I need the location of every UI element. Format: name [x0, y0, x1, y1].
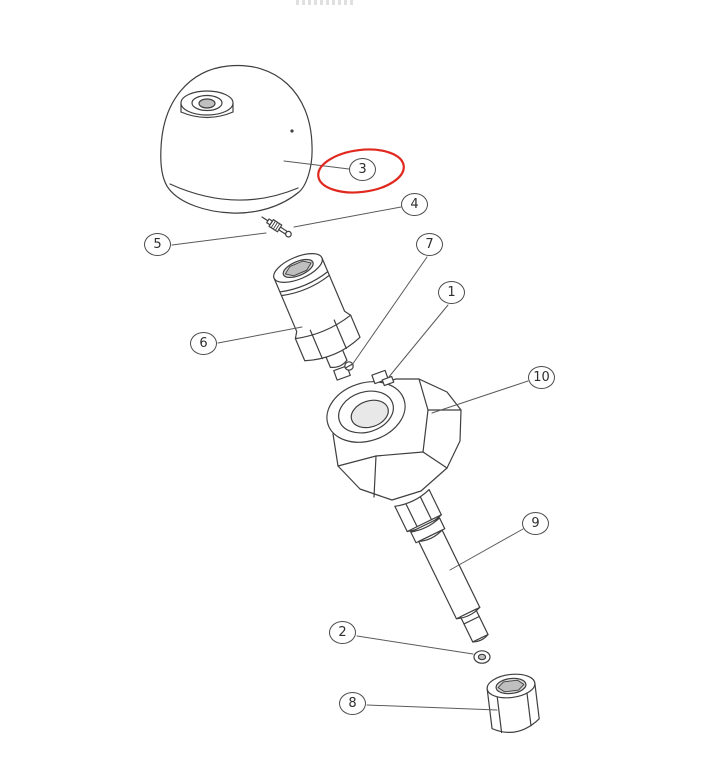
part-end-nut: [486, 673, 540, 734]
part-main-body: [326, 365, 462, 501]
callout-balloon-7[interactable]: 7: [416, 233, 443, 256]
part-cup-dome: [160, 64, 313, 214]
callout-balloon-10[interactable]: 10: [528, 366, 555, 389]
part-washer: [473, 650, 491, 664]
callout-balloon-8[interactable]: 8: [339, 692, 366, 715]
leader-line-9: [449, 528, 524, 571]
callout-balloon-5[interactable]: 5: [144, 233, 171, 256]
leader-line-10: [431, 380, 529, 414]
leader-line-6: [217, 326, 303, 344]
callout-balloon-9[interactable]: 9: [522, 512, 549, 535]
callout-balloon-3[interactable]: 3: [349, 158, 376, 181]
part-clamp-block: [381, 375, 395, 387]
part-barrel-tube: [394, 489, 489, 643]
leader-line-7: [351, 256, 428, 366]
cropped-text-remnant: [296, 0, 356, 5]
callout-balloon-1[interactable]: 1: [438, 281, 465, 304]
part-clamp-screw: [344, 361, 354, 371]
callout-balloon-4[interactable]: 4: [401, 193, 428, 216]
callout-balloon-6[interactable]: 6: [190, 332, 217, 355]
part-nozzle-holder: [273, 253, 361, 368]
highlight-ellipse: [317, 148, 405, 194]
leader-line-8: [366, 704, 498, 711]
leader-line-3: [283, 160, 350, 170]
leader-line-1: [387, 304, 449, 379]
leader-line-4: [293, 206, 402, 228]
part-needle-valve: [261, 216, 292, 238]
leader-line-5: [171, 232, 267, 246]
leader-line-2: [356, 635, 474, 655]
callout-balloon-2[interactable]: 2: [329, 621, 356, 644]
